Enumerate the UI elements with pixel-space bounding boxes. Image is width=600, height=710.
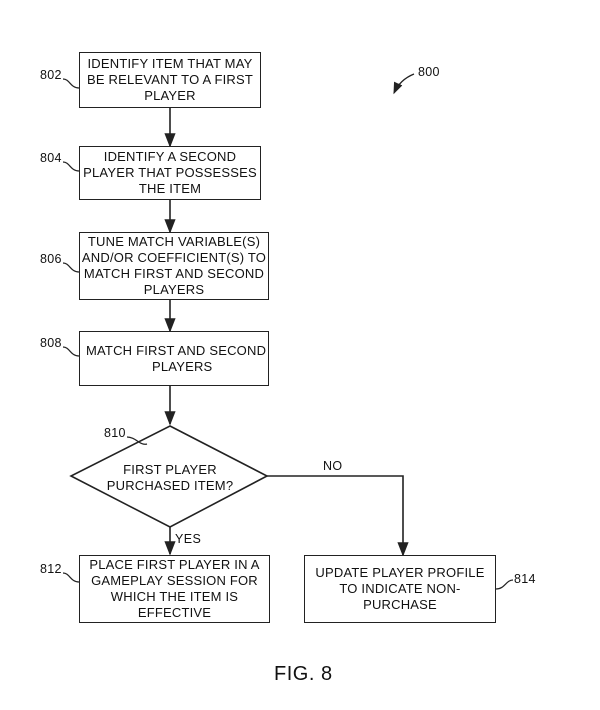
step-box-806: TUNE MATCH VARIABLE(S) AND/OR COEFFICIEN…	[79, 232, 269, 300]
outcome-812-line-2: GAMEPLAY SESSION FOR	[91, 573, 258, 588]
step-802-line-2: BE RELEVANT TO A FIRST	[87, 72, 253, 87]
yes-label: YES	[175, 532, 202, 546]
decision-line-2: PURCHASED ITEM?	[106, 478, 234, 493]
leader-808	[62, 346, 80, 357]
step-808-line-2: PLAYERS	[152, 358, 213, 374]
ref-812: 812	[40, 562, 62, 576]
outcome-814-line-2: TO INDICATE NON-	[339, 581, 461, 596]
step-808-line-1: MATCH FIRST AND SECOND	[86, 342, 267, 358]
step-806-line-2: AND/OR COEFFICIENT(S) TO	[81, 250, 267, 265]
step-806-line-1: TUNE MATCH VARIABLE(S)	[87, 234, 261, 249]
arrow-no	[267, 475, 409, 557]
figure-ref-number: 800	[418, 65, 440, 79]
decision-line-1: FIRST PLAYER	[123, 462, 217, 477]
leader-810	[126, 436, 148, 445]
outcome-812-line-1: PLACE FIRST PLAYER IN A	[89, 557, 260, 572]
outcome-814-line-1: UPDATE PLAYER PROFILE	[315, 565, 485, 580]
leader-804	[62, 161, 80, 172]
outcome-812-line-3: WHICH THE ITEM IS	[110, 589, 239, 604]
step-box-802: IDENTIFY ITEM THAT MAY BE RELEVANT TO A …	[79, 52, 261, 108]
no-label: NO	[323, 459, 343, 473]
ref-814: 814	[514, 572, 536, 586]
figure-caption: FIG. 8	[274, 663, 333, 685]
step-box-808: MATCH FIRST AND SECOND PLAYERS	[79, 331, 269, 386]
outcome-814-line-3: PURCHASE	[363, 597, 437, 612]
ref-806: 806	[40, 252, 62, 266]
ref-810: 810	[104, 426, 126, 440]
step-802-line-1: IDENTIFY ITEM THAT MAY	[87, 56, 253, 71]
step-806-line-3: MATCH FIRST AND SECOND	[83, 266, 265, 281]
ref-808: 808	[40, 336, 62, 350]
leader-806	[62, 262, 80, 273]
step-804-line-1: IDENTIFY A SECOND	[103, 149, 237, 164]
leader-802	[62, 78, 80, 89]
ref-802: 802	[40, 68, 62, 82]
step-804-line-3: THE ITEM	[138, 181, 202, 196]
figure-ref-arrow	[393, 73, 415, 95]
outcome-box-812: PLACE FIRST PLAYER IN A GAMEPLAY SESSION…	[79, 555, 270, 623]
step-806-line-4: PLAYERS	[143, 282, 205, 297]
leader-812	[62, 572, 80, 583]
ref-804: 804	[40, 151, 62, 165]
step-804-line-2: PLAYER THAT POSSESSES	[83, 165, 257, 180]
decision-text: FIRST PLAYER PURCHASED ITEM?	[100, 462, 240, 494]
leader-814	[495, 579, 514, 590]
step-802-line-3: PLAYER	[144, 88, 196, 103]
outcome-box-814: UPDATE PLAYER PROFILE TO INDICATE NON- P…	[304, 555, 496, 623]
outcome-812-line-4: EFFECTIVE	[137, 605, 212, 620]
step-box-804: IDENTIFY A SECOND PLAYER THAT POSSESSES …	[79, 146, 261, 200]
